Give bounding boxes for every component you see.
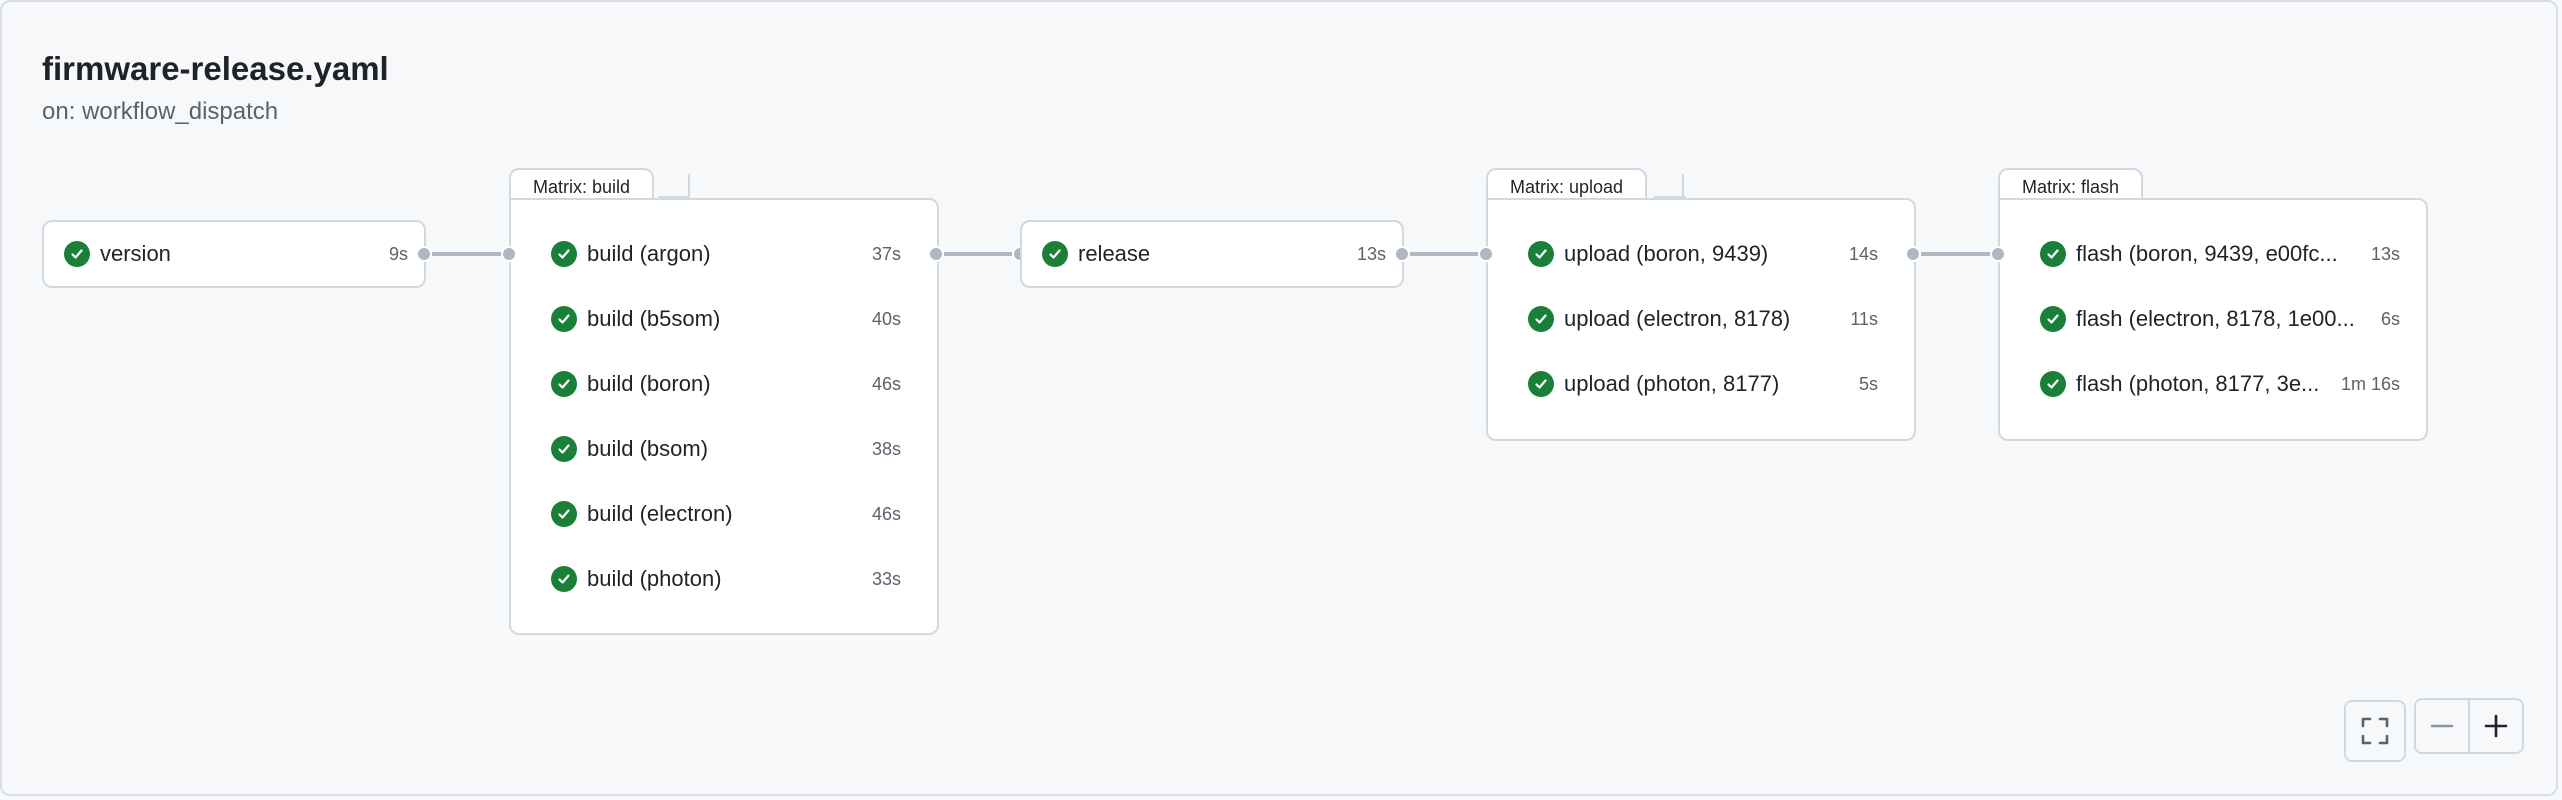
job-name: build (electron)	[587, 501, 733, 526]
job-row[interactable]: build (b5som) 40s	[551, 299, 901, 339]
success-check-icon	[1528, 241, 1554, 267]
success-check-icon	[551, 306, 577, 332]
matrix-label: Matrix: upload	[1510, 177, 1624, 197]
job-duration: 9s	[388, 243, 408, 264]
fullscreen-icon	[2361, 717, 2389, 745]
connector-dot	[1990, 246, 2006, 262]
job-name: build (photon)	[587, 566, 722, 591]
job-row[interactable]: upload (photon, 8177) 5s	[1528, 364, 1878, 404]
job-duration: 14s	[1848, 243, 1878, 264]
workflow-trigger: on: workflow_dispatch	[42, 98, 279, 125]
job-row[interactable]: build (bsom) 38s	[551, 429, 901, 469]
job-row[interactable]: upload (boron, 9439) 14s	[1528, 234, 1878, 274]
connector-line	[432, 252, 508, 256]
job-name: build (bsom)	[587, 436, 709, 461]
zoom-in-button[interactable]	[2468, 698, 2524, 754]
job-name: build (b5som)	[587, 306, 721, 331]
job-name: flash (boron, 9439, e00fc...	[2076, 241, 2338, 266]
job-name: flash (electron, 8178, 1e00...	[2076, 306, 2355, 331]
job-row[interactable]: build (electron) 46s	[551, 494, 901, 534]
job-duration: 37s	[871, 243, 901, 264]
connector-line	[1921, 252, 1997, 256]
matrix-label: Matrix: flash	[2022, 177, 2120, 197]
success-check-icon	[551, 436, 577, 462]
success-check-icon	[2040, 306, 2066, 332]
job-row[interactable]: build (boron) 46s	[551, 364, 901, 404]
connector-line	[944, 252, 1020, 256]
matrix-upload-card: upload (boron, 9439) 14s upload (electron,…	[1486, 198, 1916, 441]
matrix-upload-tab: Matrix: upload	[1486, 168, 1648, 200]
connector-dot	[501, 246, 517, 262]
plus-icon	[2484, 714, 2508, 738]
success-check-icon	[2040, 371, 2066, 397]
job-name: flash (photon, 8177, 3e...	[2076, 371, 2320, 396]
job-name: build (argon)	[587, 241, 711, 266]
job-row[interactable]: flash (boron, 9439, e00fc... 13s	[2040, 234, 2400, 274]
tab-divider	[1654, 196, 1686, 198]
job-card-version[interactable]: version 9s	[42, 220, 426, 288]
connector-dot	[928, 246, 944, 262]
workflow-title: firmware-release.yaml	[42, 50, 389, 87]
success-check-icon	[1528, 306, 1554, 332]
success-check-icon	[1528, 371, 1554, 397]
success-check-icon	[1042, 241, 1068, 267]
job-duration: 33s	[871, 568, 901, 589]
success-check-icon	[551, 371, 577, 397]
job-row[interactable]: build (argon) 37s	[551, 234, 901, 274]
job-card-release[interactable]: release 13s	[1020, 220, 1404, 288]
matrix-label: Matrix: build	[533, 177, 631, 197]
success-check-icon	[2040, 241, 2066, 267]
job-duration: 40s	[871, 308, 901, 329]
fullscreen-button[interactable]	[2344, 700, 2406, 762]
job-duration: 6s	[2380, 308, 2400, 329]
connector-dot	[1905, 246, 1921, 262]
zoom-out-button[interactable]	[2414, 698, 2470, 754]
job-name: upload (electron, 8178)	[1564, 306, 1791, 331]
job-row[interactable]: flash (electron, 8178, 1e00... 6s	[2040, 299, 2400, 339]
job-row[interactable]: version 9s	[64, 234, 408, 274]
tab-divider	[688, 174, 690, 198]
job-name: build (boron)	[587, 371, 711, 396]
job-row[interactable]: release 13s	[1042, 234, 1386, 274]
success-check-icon	[551, 241, 577, 267]
job-row[interactable]: build (photon) 33s	[551, 559, 901, 599]
connector-dot	[1478, 246, 1494, 262]
job-duration: 38s	[871, 438, 901, 459]
job-duration: 1m 16s	[2340, 373, 2400, 394]
connector-dot	[1394, 246, 1410, 262]
matrix-build-tab: Matrix: build	[509, 168, 655, 200]
job-duration: 46s	[871, 373, 901, 394]
tab-divider	[658, 196, 690, 198]
job-duration: 13s	[1356, 243, 1386, 264]
job-row[interactable]: upload (electron, 8178) 11s	[1528, 299, 1878, 339]
minus-icon	[2430, 724, 2454, 728]
job-name: release	[1078, 241, 1151, 266]
job-row[interactable]: flash (photon, 8177, 3e... 1m 16s	[2040, 364, 2400, 404]
job-name: upload (photon, 8177)	[1564, 371, 1780, 396]
connector-dot	[416, 246, 432, 262]
matrix-flash-tab: Matrix: flash	[1998, 168, 2144, 200]
job-duration: 5s	[1858, 373, 1878, 394]
job-duration: 46s	[871, 503, 901, 524]
success-check-icon	[551, 566, 577, 592]
job-name: upload (boron, 9439)	[1564, 241, 1769, 266]
job-duration: 11s	[1850, 308, 1878, 329]
connector-line	[1410, 252, 1486, 256]
job-name: version	[100, 241, 171, 266]
job-duration: 13s	[2370, 243, 2400, 264]
tab-divider	[1682, 174, 1684, 198]
success-check-icon	[64, 241, 90, 267]
matrix-flash-card: flash (boron, 9439, e00fc... 13s flash (el…	[1998, 198, 2428, 441]
success-check-icon	[551, 501, 577, 527]
